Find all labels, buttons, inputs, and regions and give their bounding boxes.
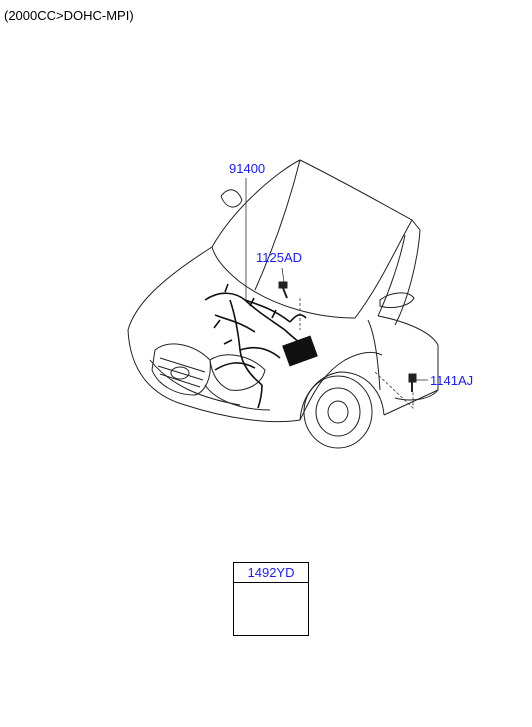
bolt-1141aj — [408, 373, 417, 392]
front-bumper — [127, 329, 383, 423]
bolt-1125ad — [278, 281, 288, 299]
parts-box-label: 1492YD — [234, 563, 308, 583]
fuse-box — [282, 335, 318, 367]
callout-1141aj: 1141AJ — [430, 373, 474, 388]
headlight — [209, 354, 266, 391]
callout-91400: 91400 — [229, 161, 266, 176]
front-wheel — [303, 375, 373, 449]
parts-box: 1492YD — [233, 562, 309, 636]
grille — [151, 343, 211, 396]
engine-spec-heading: (2000CC>DOHC-MPI) — [4, 8, 134, 23]
hood-outline — [211, 159, 413, 319]
callout-1125ad: 1125AD — [256, 250, 303, 265]
